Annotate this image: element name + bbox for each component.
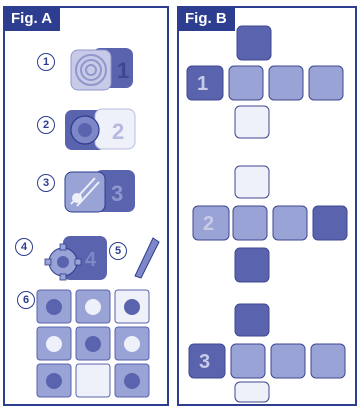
flower-cube-icon: 2 [61,106,139,154]
row3-ladder-cube [311,344,345,378]
track-cube-dark-2 [235,304,269,336]
row2-number: 2 [203,213,214,235]
spiral-cube-icon: 1 [67,46,139,92]
picture-tile-motif [124,299,140,315]
step-2-marker: 2 [37,116,55,134]
row2-flower-cube [313,206,347,240]
track-cube-dark [235,248,269,282]
picture-tile-motif [85,336,101,352]
row1-spiral-cube [309,66,343,100]
step-5-marker: 5 [109,242,127,260]
row1-dog-cube [269,66,303,100]
picture-tile-motif [46,336,62,352]
ladder-cube-icon: 3 [61,168,139,216]
picture-tile-motif [124,373,140,389]
key-tool-icon [127,234,163,284]
step-3-marker: 3 [37,174,55,192]
cube-track-diagram: 1 2 3 [179,8,355,404]
fig-a-panel: Fig. A 1 1 2 2 3 3 4 4 5 [3,6,169,406]
cube-number-3: 3 [111,181,123,206]
picture-tile-motif [46,299,62,315]
track-cube-top [237,26,271,60]
picture-tile-motif [85,299,101,315]
step-4-marker: 4 [15,238,33,256]
row3-bird-cube [271,344,305,378]
row3-number: 3 [199,351,210,373]
step-6-marker: 6 [17,291,35,309]
track-cube-white-1 [235,106,269,138]
row2-astronaut-cube [273,206,307,240]
picture-tile-motif [85,373,101,389]
gear-cube-icon: 4 [41,230,111,286]
cube-number-1: 1 [117,58,129,83]
cube-number-2: 2 [112,119,124,144]
row3-rainbow-cube [231,344,265,378]
track-cube-bottom [235,382,269,402]
picture-tile-motif [124,336,140,352]
picture-tile-motif [46,373,62,389]
row1-mushroom-cube [229,66,263,100]
track-cube-white-2 [235,166,269,198]
step-1-marker: 1 [37,53,55,71]
row2-sun-cube [233,206,267,240]
row1-number: 1 [197,73,208,95]
picture-tiles-icon [37,290,157,402]
gear-cube-number: 4 [85,249,97,271]
fig-a-label: Fig. A [5,8,60,31]
